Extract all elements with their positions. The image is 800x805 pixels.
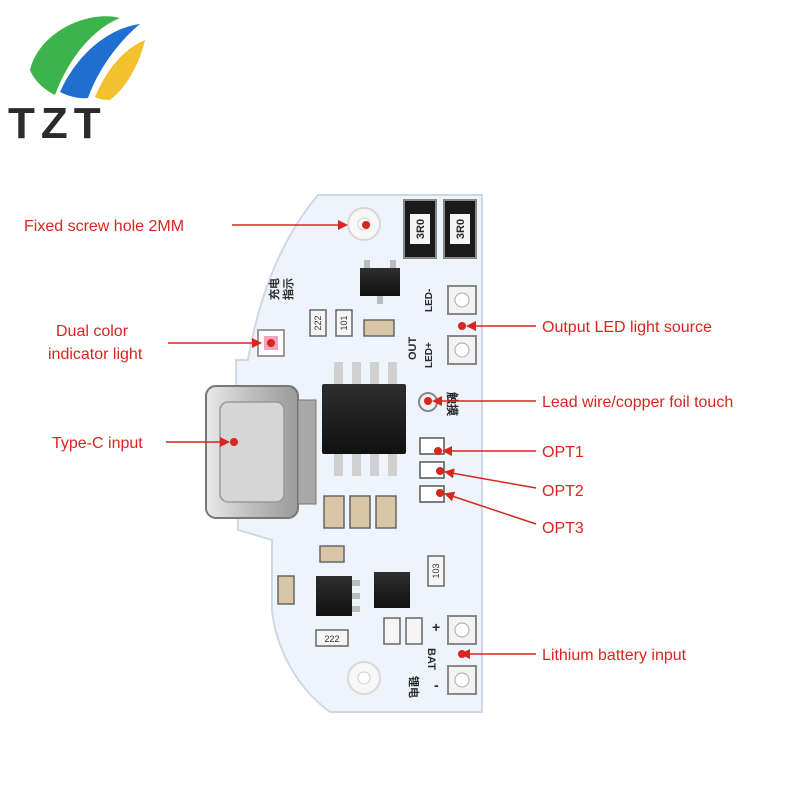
capacitor-top — [363, 319, 395, 337]
transistor-top — [360, 260, 400, 304]
mosfet-right — [374, 572, 410, 608]
silk-led-plus: LED+ — [424, 342, 435, 368]
resistor-222a: 222 — [309, 309, 327, 337]
dot-type-c — [230, 438, 238, 446]
silk-out: OUT — [407, 337, 419, 361]
battery-pads — [447, 615, 477, 695]
logo-text: TZT — [8, 99, 107, 148]
dot-opt2 — [436, 467, 444, 475]
callouts: Fixed screw hole 2MM Dual color indicato… — [24, 218, 733, 664]
silk-battery-cn: 锂电 — [407, 676, 421, 698]
capacitor-left — [277, 575, 295, 605]
logo-swoosh-green — [30, 16, 120, 96]
callout-opt1: OPT1 — [542, 444, 584, 461]
silk-plus: + — [432, 619, 440, 635]
silk-minus: - — [434, 677, 439, 693]
dot-indicator — [267, 339, 275, 347]
brand-logo: TZT — [8, 16, 145, 148]
resistor-103-label: 103 — [431, 563, 441, 578]
dot-touch — [424, 397, 432, 405]
resistor-row-lower — [323, 495, 397, 529]
logo-swoosh-blue — [60, 24, 140, 99]
resistor-101-label: 101 — [339, 315, 349, 330]
resistor-222b: 222 — [315, 629, 349, 647]
pcb-board: 3R0 3R0 充电 指示 222 101 — [205, 194, 483, 713]
dot-output-led — [458, 322, 466, 330]
dot-screw-hole — [362, 221, 370, 229]
resistor-103: 103 — [427, 555, 445, 587]
capacitor-bat-1 — [383, 617, 401, 645]
callout-opt2: OPT2 — [542, 483, 584, 500]
logo-swoosh-yellow — [95, 40, 145, 100]
main-ic — [322, 362, 406, 476]
arrow-opt2 — [444, 468, 537, 489]
dot-battery — [458, 650, 466, 658]
resistor-101: 101 — [335, 309, 353, 337]
type-c-connector — [205, 385, 317, 519]
dot-opt1 — [434, 447, 442, 455]
resistor-222b-label: 222 — [324, 634, 339, 644]
silk-touch-cn: 触摸 — [445, 392, 460, 417]
output-led-pads — [447, 285, 477, 365]
silk-charge-cn: 充电 — [267, 278, 281, 300]
mosfet-left — [316, 576, 360, 616]
dot-opt3 — [436, 489, 444, 497]
callout-indicator-line1: Dual color — [56, 323, 129, 340]
callout-indicator-line2: indicator light — [48, 346, 143, 363]
capacitor-lower — [319, 545, 345, 563]
resistor-r1-label: 3R0 — [415, 219, 427, 239]
arrow-opt3 — [444, 491, 537, 525]
callout-output-led: Output LED light source — [542, 319, 712, 336]
silk-indicate-cn: 指示 — [281, 278, 295, 300]
resistor-r1: 3R0 — [403, 199, 437, 259]
resistor-r2: 3R0 — [443, 199, 477, 259]
callout-screw-hole: Fixed screw hole 2MM — [24, 218, 184, 235]
resistor-222a-label: 222 — [313, 315, 323, 330]
silk-bat: BAT — [425, 648, 437, 670]
callout-opt3: OPT3 — [542, 520, 584, 537]
silk-led-minus: LED- — [424, 289, 435, 312]
callout-battery: Lithium battery input — [542, 647, 687, 664]
capacitor-bat-2 — [405, 617, 423, 645]
callout-type-c: Type-C input — [52, 435, 143, 452]
resistor-r2-label: 3R0 — [455, 219, 467, 239]
callout-touch: Lead wire/copper foil touch — [542, 394, 733, 411]
